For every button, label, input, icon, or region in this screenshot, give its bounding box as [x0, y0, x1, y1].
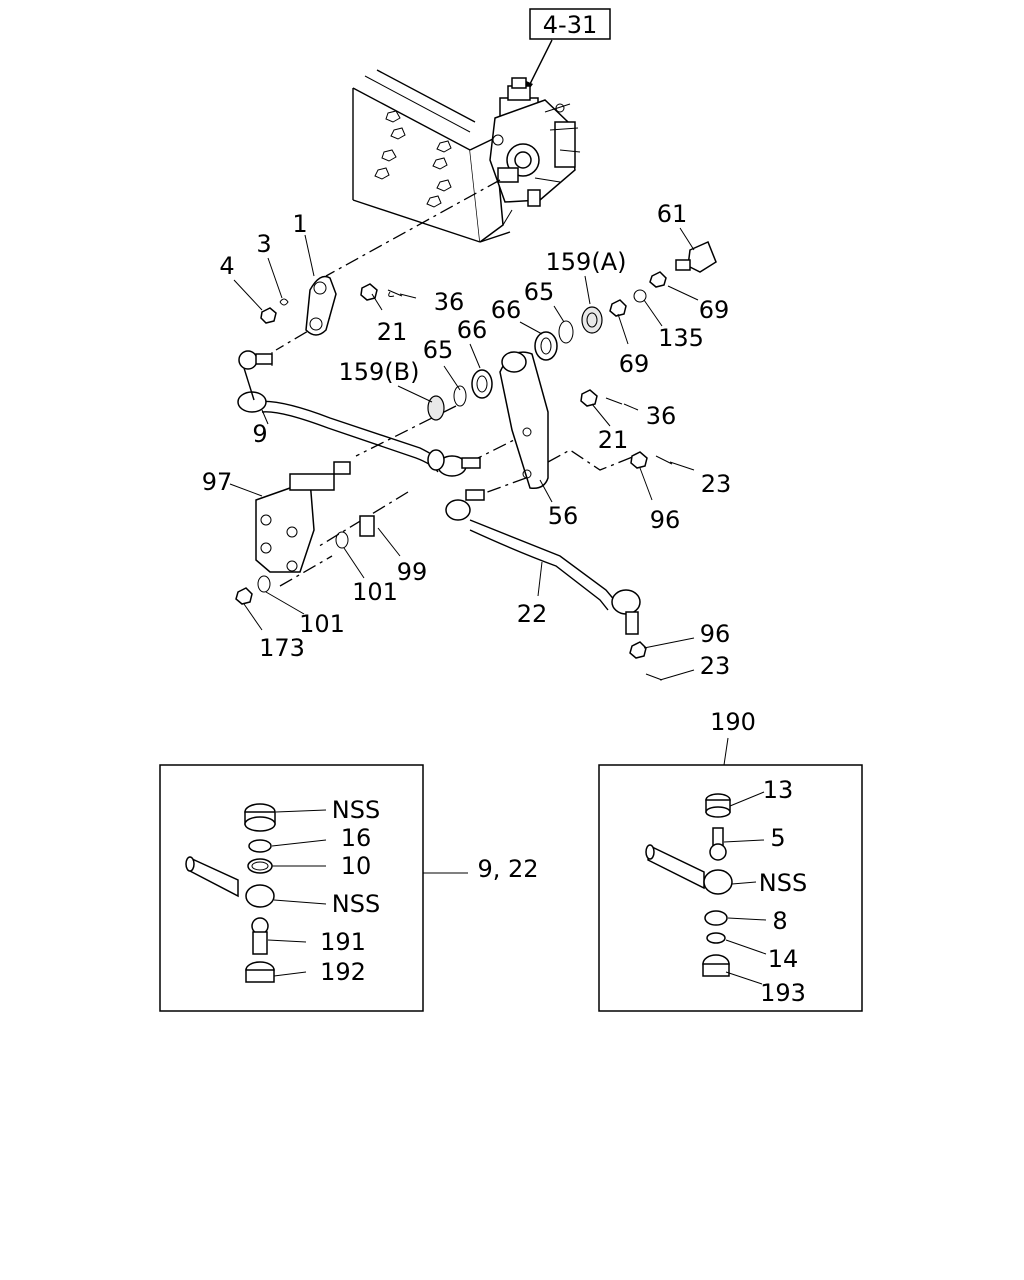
reference-label: 4-31 — [543, 11, 597, 39]
callout-66-right[interactable]: 66 — [491, 296, 522, 324]
callout-21-upper[interactable]: 21 — [377, 318, 408, 346]
callout-101-right[interactable]: 101 — [352, 578, 398, 606]
callout-1[interactable]: 1 — [292, 210, 307, 238]
inset-left-item-1[interactable]: NSS — [332, 796, 380, 824]
drag-link-9-illustration — [237, 350, 481, 477]
inset-right-group-label: 190 — [710, 708, 756, 736]
callout-61[interactable]: 61 — [657, 200, 688, 228]
callout-labels: 1 3 4 21 36 9 159(B) 65 66 66 65 159(A) … — [202, 200, 732, 680]
inset-right-item-3[interactable]: NSS — [759, 869, 807, 897]
inset-left-group-label: 9, 22 — [477, 855, 538, 883]
inset-left: 9, 22 NSS 16 10 NSS 191 — [159, 764, 539, 1012]
callout-99[interactable]: 99 — [397, 558, 428, 586]
callout-97[interactable]: 97 — [202, 468, 233, 496]
callout-23-lower[interactable]: 23 — [700, 652, 731, 680]
callout-96-lower[interactable]: 96 — [700, 620, 731, 648]
callout-4[interactable]: 4 — [219, 252, 234, 280]
leader-lines — [229, 227, 699, 681]
callout-159b[interactable]: 159(B) — [339, 358, 420, 386]
inset-left-item-6[interactable]: 192 — [320, 958, 366, 986]
callout-65-right[interactable]: 65 — [524, 278, 555, 306]
tie-rod-22-illustration — [445, 489, 663, 681]
callout-65-left[interactable]: 65 — [423, 336, 454, 364]
callout-66-left[interactable]: 66 — [457, 316, 488, 344]
callout-36-upper[interactable]: 36 — [434, 288, 465, 316]
inset-left-item-4[interactable]: NSS — [332, 890, 380, 918]
callout-36-lower[interactable]: 36 — [646, 402, 677, 430]
inset-right: 190 13 5 NSS 8 14 193 — [598, 708, 863, 1012]
inset-right-item-1[interactable]: 13 — [763, 776, 794, 804]
inset-left-item-5[interactable]: 191 — [320, 928, 366, 956]
inset-right-item-5[interactable]: 14 — [768, 945, 799, 973]
callout-135[interactable]: 135 — [658, 324, 704, 352]
inset-right-item-2[interactable]: 5 — [770, 824, 785, 852]
callout-21-lower[interactable]: 21 — [598, 426, 629, 454]
callout-173[interactable]: 173 — [259, 634, 305, 662]
callout-96-upper[interactable]: 96 — [650, 506, 681, 534]
inset-right-item-6[interactable]: 193 — [760, 979, 806, 1007]
idler-bracket-97-illustration — [235, 461, 375, 605]
callout-159a[interactable]: 159(A) — [546, 248, 627, 276]
inset-left-item-3[interactable]: 10 — [341, 852, 372, 880]
inset-left-item-2[interactable]: 16 — [341, 824, 372, 852]
callout-69-lower[interactable]: 69 — [619, 350, 650, 378]
callout-22[interactable]: 22 — [517, 600, 548, 628]
bracket-61-illustration — [633, 240, 717, 303]
centerlines — [275, 179, 641, 587]
frame-and-pump-illustration — [352, 69, 581, 243]
callout-9[interactable]: 9 — [252, 420, 267, 448]
callout-23-upper[interactable]: 23 — [701, 470, 732, 498]
inset-right-item-4[interactable]: 8 — [772, 907, 787, 935]
idler-arm-parts-illustration — [427, 299, 673, 490]
callout-3[interactable]: 3 — [256, 230, 271, 258]
reference-box[interactable]: 4-31 — [524, 8, 611, 92]
callout-56[interactable]: 56 — [548, 502, 579, 530]
callout-101-left[interactable]: 101 — [299, 610, 345, 638]
callout-69-upper[interactable]: 69 — [699, 296, 730, 324]
